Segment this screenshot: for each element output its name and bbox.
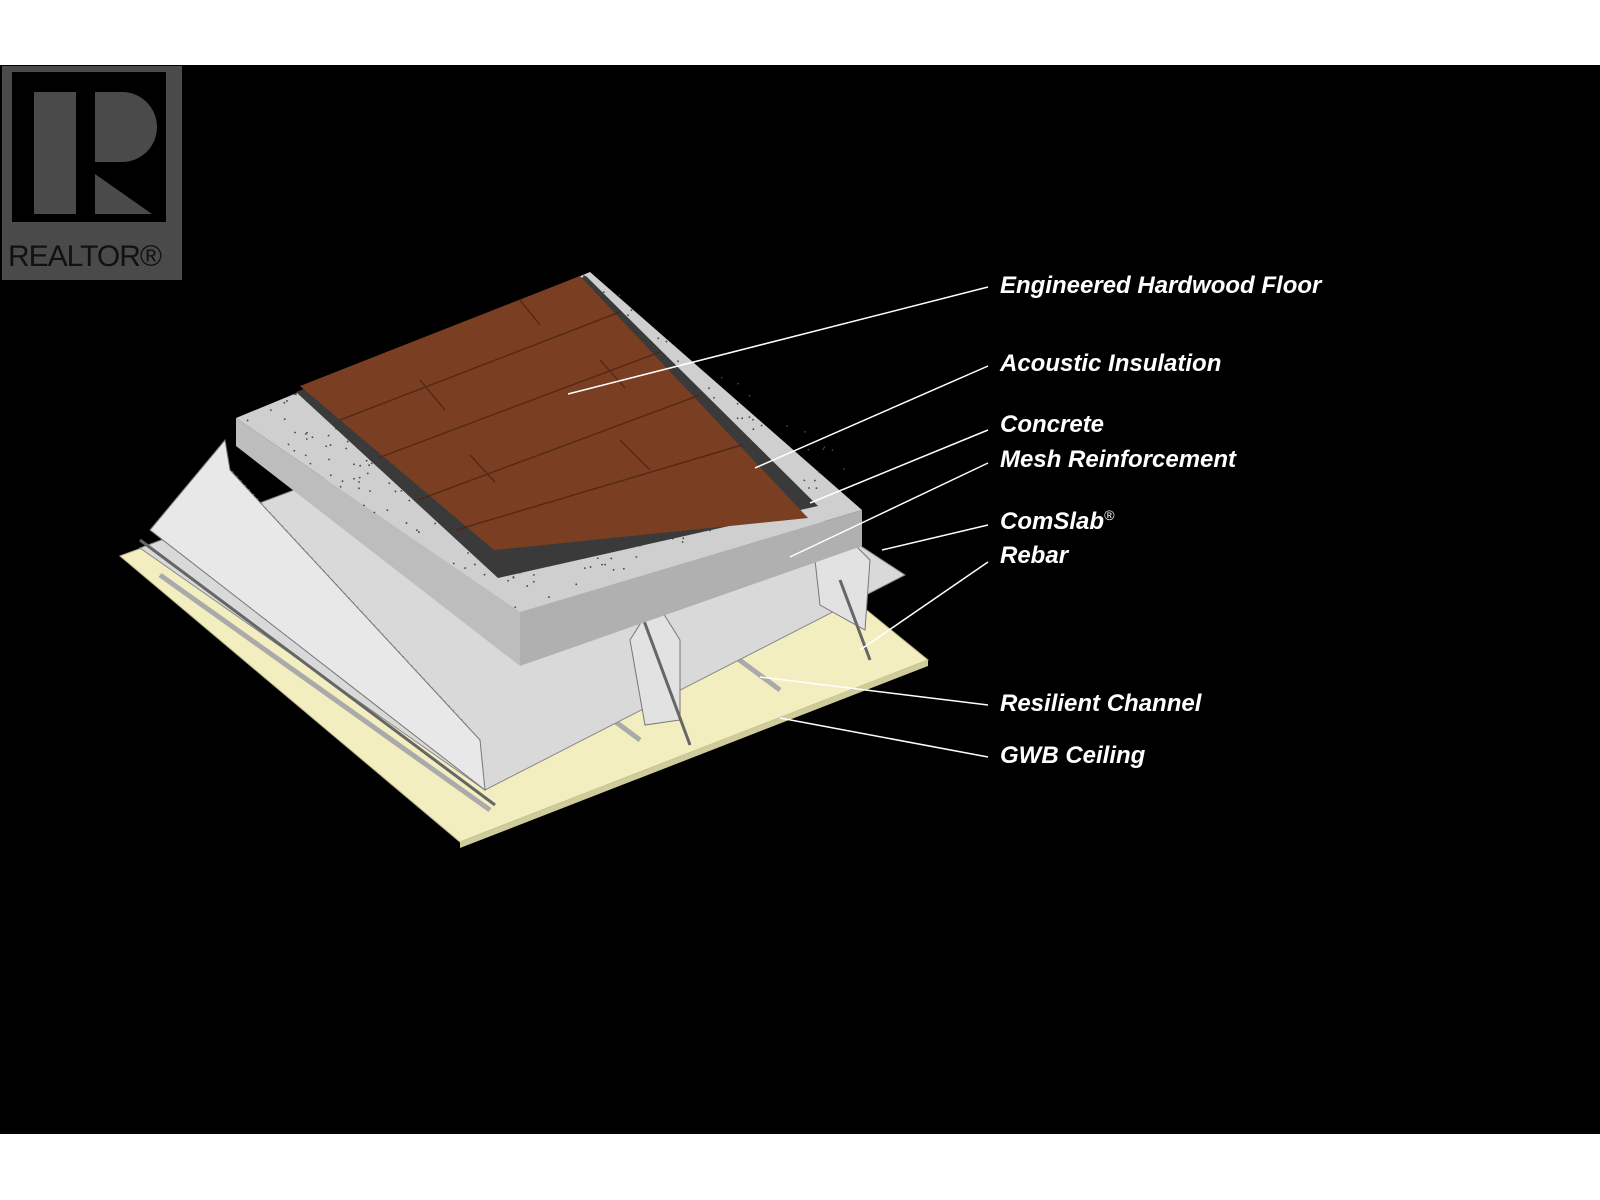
realtor-logo-text: REALTOR® xyxy=(8,240,162,273)
leader-lines xyxy=(567,286,989,758)
label-mesh-reinforcement: Mesh Reinforcement xyxy=(1000,446,1237,473)
label-comslab-text: ComSlab xyxy=(1000,508,1105,535)
label-rebar: Rebar xyxy=(1000,542,1069,569)
label-engineered-hardwood-floor: Engineered Hardwood Floor xyxy=(1000,272,1322,299)
label-concrete: Concrete xyxy=(1000,411,1105,438)
label-resilient-channel: Resilient Channel xyxy=(1000,690,1202,717)
registered-mark: ® xyxy=(1104,507,1115,523)
realtor-logo: REALTOR® xyxy=(2,66,182,280)
concrete-front-left xyxy=(236,418,520,666)
realtor-r-mark-icon xyxy=(12,72,166,222)
label-acoustic-insulation: Acoustic Insulation xyxy=(1000,350,1222,377)
hardwood-floor xyxy=(300,276,808,550)
label-gwb-ceiling: GWB Ceiling xyxy=(1000,742,1146,769)
concrete-front-right xyxy=(520,510,862,666)
deck-rib-front xyxy=(149,438,486,792)
gwb-ceiling-edge xyxy=(460,660,928,848)
wood-plank-seams xyxy=(339,299,743,531)
label-comslab: ComSlab® xyxy=(1000,507,1114,536)
